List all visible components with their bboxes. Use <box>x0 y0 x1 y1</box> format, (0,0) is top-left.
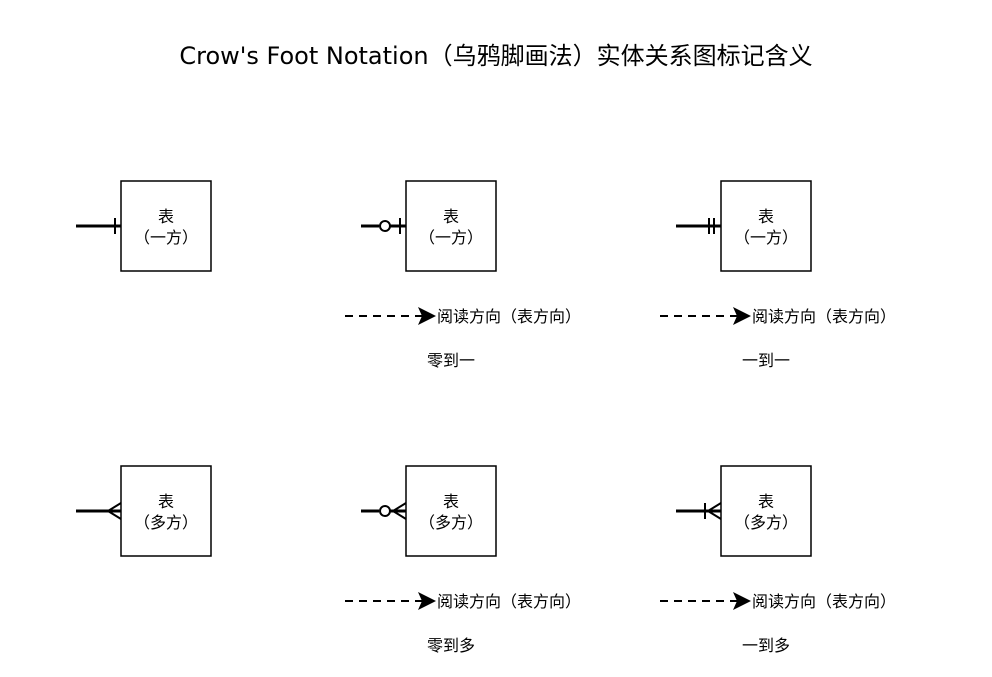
arrowhead-icon <box>418 307 436 325</box>
zero-or-one-symbol <box>361 218 406 234</box>
box-sublabel: （多方） <box>134 513 198 532</box>
reading-direction-label: 阅读方向（表方向） <box>752 307 896 326</box>
entity-box-many-3 <box>720 465 812 557</box>
box-label: 表 <box>443 207 459 226</box>
box-sublabel: （一方） <box>134 228 198 247</box>
entity-box-many-1 <box>120 465 212 557</box>
caption-one-to-one: 一到一 <box>742 351 790 370</box>
box-label: 表 <box>158 207 174 226</box>
entity-box-many-2 <box>405 465 497 557</box>
entity-box-one-2 <box>405 180 497 272</box>
caption-zero-to-one: 零到一 <box>427 351 475 370</box>
box-sublabel: （一方） <box>419 228 483 247</box>
one-and-only-one-symbol <box>676 218 721 234</box>
box-sublabel: （一方） <box>734 228 798 247</box>
arrowhead-icon <box>418 592 436 610</box>
arrowhead-icon <box>733 592 751 610</box>
box-label: 表 <box>758 207 774 226</box>
arrowhead-icon <box>733 307 751 325</box>
diagram-title: Crow's Foot Notation（乌鸦脚画法）实体关系图标记含义 <box>179 42 813 70</box>
reading-direction-label: 阅读方向（表方向） <box>437 307 581 326</box>
caption-one-to-many: 一到多 <box>742 636 790 655</box>
box-sublabel: （多方） <box>734 513 798 532</box>
reading-direction-label: 阅读方向（表方向） <box>437 592 581 611</box>
one-or-many-symbol <box>676 502 722 520</box>
many-symbol <box>76 502 122 520</box>
reading-direction-label: 阅读方向（表方向） <box>752 592 896 611</box>
entity-box-one-1 <box>120 180 212 272</box>
box-label: 表 <box>158 492 174 511</box>
entity-box-one-3 <box>720 180 812 272</box>
caption-zero-to-many: 零到多 <box>427 636 475 655</box>
box-label: 表 <box>758 492 774 511</box>
box-label: 表 <box>443 492 459 511</box>
one-symbol <box>76 218 121 234</box>
zero-or-many-symbol <box>361 502 407 520</box>
box-sublabel: （多方） <box>419 513 483 532</box>
